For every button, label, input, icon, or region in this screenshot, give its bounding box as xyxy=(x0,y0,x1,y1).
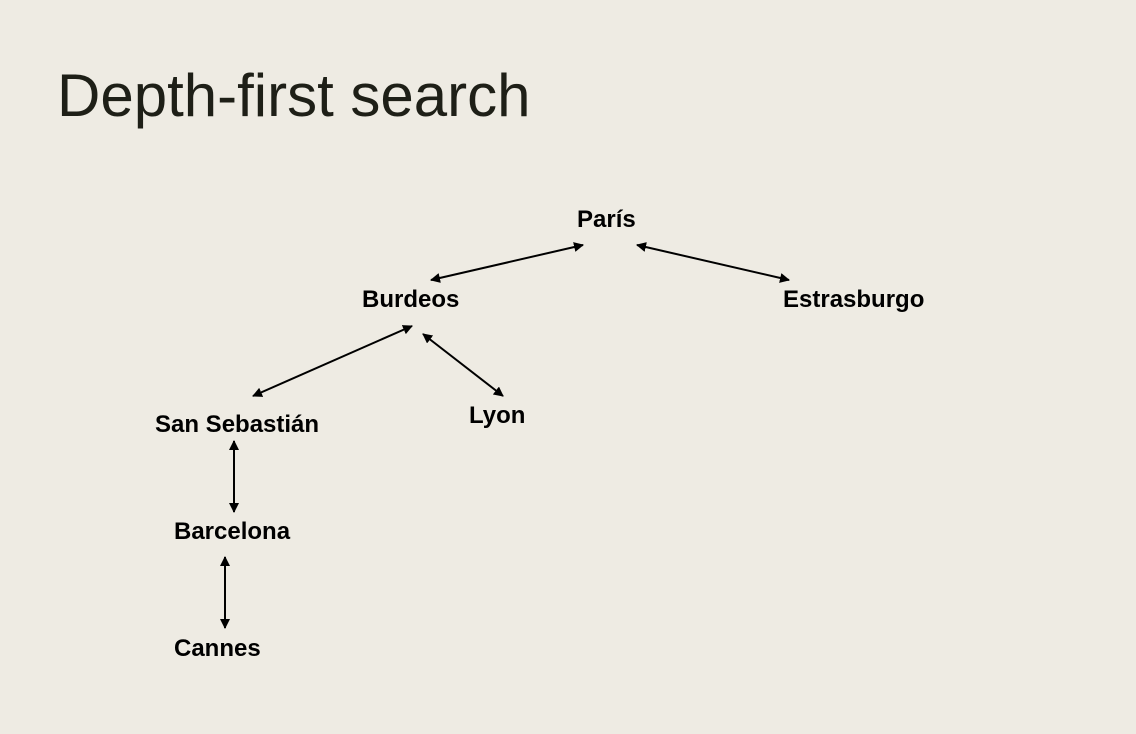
slide-title: Depth-first search xyxy=(57,62,531,129)
node-paris: París xyxy=(577,206,636,233)
node-san-sebastian: San Sebastián xyxy=(155,411,320,438)
edge-paris-burdeos xyxy=(430,242,584,283)
node-lyon: Lyon xyxy=(469,402,526,429)
edge-burdeos-sansebastian xyxy=(252,325,413,397)
edge-paris-estrasburgo xyxy=(636,242,790,283)
node-burdeos: Burdeos xyxy=(362,286,460,313)
node-estrasburgo: Estrasburgo xyxy=(783,286,925,313)
edge-burdeos-lyon xyxy=(422,333,504,397)
node-cannes: Cannes xyxy=(174,635,261,662)
node-barcelona: Barcelona xyxy=(174,518,291,545)
